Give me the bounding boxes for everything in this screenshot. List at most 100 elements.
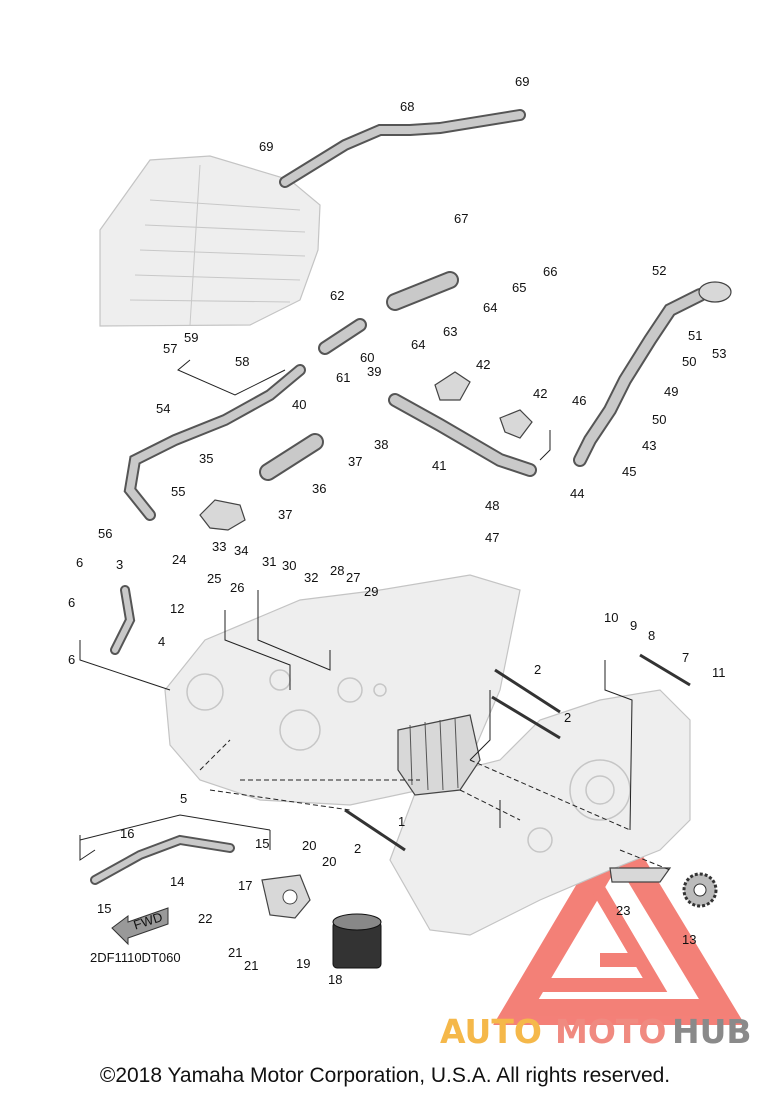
callout-6: 6 xyxy=(68,652,75,667)
callout-21: 21 xyxy=(228,945,242,960)
crankcase-right xyxy=(389,689,691,936)
callout-37: 37 xyxy=(278,507,292,522)
callout-2: 2 xyxy=(354,841,361,856)
callout-1: 1 xyxy=(398,814,405,829)
callout-5: 5 xyxy=(180,791,187,806)
callout-13: 13 xyxy=(682,932,696,947)
callout-57: 57 xyxy=(163,341,177,356)
callout-46: 46 xyxy=(572,393,586,408)
callout-64: 64 xyxy=(411,337,425,352)
callout-69: 69 xyxy=(259,139,273,154)
callout-9: 9 xyxy=(630,618,637,633)
callout-60: 60 xyxy=(360,350,374,365)
callout-32: 32 xyxy=(304,570,318,585)
callout-54: 54 xyxy=(156,401,170,416)
callout-31: 31 xyxy=(262,554,276,569)
callout-37: 37 xyxy=(348,454,362,469)
joint-42 xyxy=(434,371,533,439)
watermark-hub: HUB xyxy=(672,1012,752,1051)
callout-59: 59 xyxy=(184,330,198,345)
callout-6: 6 xyxy=(76,555,83,570)
callout-68: 68 xyxy=(400,99,414,114)
callout-35: 35 xyxy=(199,451,213,466)
callout-24: 24 xyxy=(172,552,186,567)
oil-pump xyxy=(397,714,481,796)
callout-52: 52 xyxy=(652,263,666,278)
callout-27: 27 xyxy=(346,570,360,585)
callout-21: 21 xyxy=(244,958,258,973)
callout-50: 50 xyxy=(652,412,666,427)
callout-48: 48 xyxy=(485,498,499,513)
callout-15: 15 xyxy=(97,901,111,916)
gear-13 xyxy=(682,872,718,908)
leader-lines xyxy=(79,359,671,871)
watermark-text: AUTO MOTO HUB xyxy=(440,1012,752,1051)
pipe-3 xyxy=(110,585,136,655)
callout-6: 6 xyxy=(68,595,75,610)
callout-15: 15 xyxy=(255,836,269,851)
callout-49: 49 xyxy=(664,384,678,399)
callout-25: 25 xyxy=(207,571,221,586)
callout-26: 26 xyxy=(230,580,244,595)
callout-67: 67 xyxy=(454,211,468,226)
fitting-51 xyxy=(698,281,732,303)
callout-41: 41 xyxy=(432,458,446,473)
callout-61: 61 xyxy=(336,370,350,385)
callout-7: 7 xyxy=(682,650,689,665)
callout-50: 50 xyxy=(682,354,696,369)
callout-36: 36 xyxy=(312,481,326,496)
callout-10: 10 xyxy=(604,610,618,625)
copyright-notice: ©2018 Yamaha Motor Corporation, U.S.A. A… xyxy=(99,1064,671,1087)
strainer-23 xyxy=(609,867,672,883)
callout-40: 40 xyxy=(292,397,306,412)
callout-47: 47 xyxy=(485,530,499,545)
callout-14: 14 xyxy=(170,874,184,889)
callout-19: 19 xyxy=(296,956,310,971)
callout-42: 42 xyxy=(476,357,490,372)
callout-8: 8 xyxy=(648,628,655,643)
callout-45: 45 xyxy=(622,464,636,479)
hose-41 xyxy=(388,393,537,477)
callouts: 1 2 2 2 3 4 5 6 6 6 7 8 9 10 11 12 13 14… xyxy=(68,74,726,987)
callout-16: 16 xyxy=(120,826,134,841)
callout-20: 20 xyxy=(302,838,316,853)
hose-68 xyxy=(279,109,526,188)
hose-49 xyxy=(573,288,707,467)
callout-29: 29 xyxy=(364,584,378,599)
watermark-moto: MOTO xyxy=(555,1012,666,1051)
callout-30: 30 xyxy=(282,558,296,573)
callout-63: 63 xyxy=(443,324,457,339)
callout-51: 51 xyxy=(688,328,702,343)
callout-65: 65 xyxy=(512,280,526,295)
fwd-arrow-icon: FWD xyxy=(111,907,169,946)
bolts-2 xyxy=(344,653,691,852)
callout-28: 28 xyxy=(330,563,344,578)
callout-3: 3 xyxy=(116,557,123,572)
callout-34: 34 xyxy=(234,543,248,558)
watermark-logo xyxy=(493,814,746,1025)
callout-20: 20 xyxy=(322,854,336,869)
callout-11: 11 xyxy=(712,665,726,680)
callout-39: 39 xyxy=(367,364,381,379)
callout-64: 64 xyxy=(483,300,497,315)
callout-44: 44 xyxy=(570,486,584,501)
callout-56: 56 xyxy=(98,526,112,541)
pipe-14 xyxy=(90,834,235,885)
hose-60 xyxy=(318,318,367,355)
callout-23: 23 xyxy=(616,903,630,918)
hose-54 xyxy=(123,364,306,521)
callout-18: 18 xyxy=(328,972,342,987)
callout-4: 4 xyxy=(158,634,165,649)
callout-2: 2 xyxy=(564,710,571,725)
callout-62: 62 xyxy=(330,288,344,303)
callout-22: 22 xyxy=(198,911,212,926)
diagram-code: 2DF1110DT060 xyxy=(90,950,181,965)
callout-42: 42 xyxy=(533,386,547,401)
hose-63 xyxy=(386,271,459,311)
callout-53: 53 xyxy=(712,346,726,361)
callout-43: 43 xyxy=(642,438,656,453)
callout-38: 38 xyxy=(374,437,388,452)
filter-housing xyxy=(261,874,311,919)
oil-filter xyxy=(332,913,382,969)
